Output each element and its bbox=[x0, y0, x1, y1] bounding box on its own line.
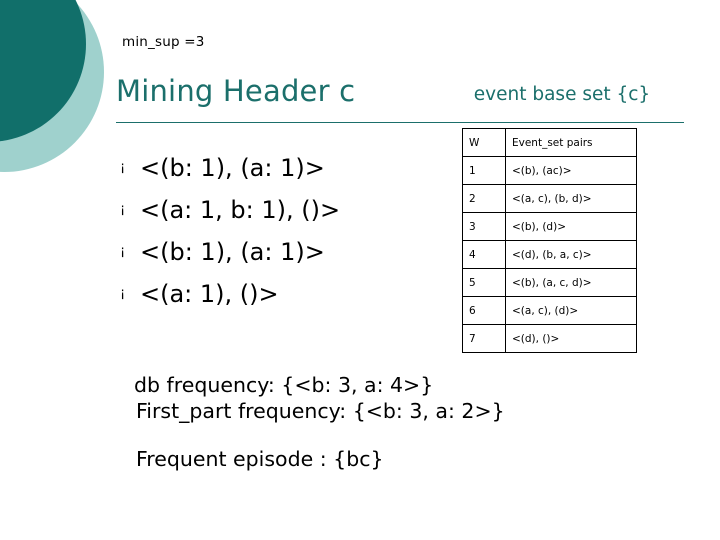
bullet-marker-icon: ¡ bbox=[120, 160, 126, 175]
page-title: Mining Header c bbox=[116, 74, 356, 108]
bullet-marker-icon: ¡ bbox=[120, 286, 126, 301]
table-row: 2 <(a, c), (b, d)> bbox=[462, 184, 637, 213]
cell-w: 2 bbox=[462, 184, 506, 213]
cell-w: 7 bbox=[462, 324, 506, 353]
db-frequency-label: db frequency: {<b: 3, a: 4>} bbox=[134, 373, 434, 397]
table-row: 1 <(b), (ac)> bbox=[462, 156, 637, 185]
projected-sequence-list: ¡ <(b: 1), (a: 1)> ¡ <(a: 1, b: 1), ()> … bbox=[118, 148, 438, 316]
list-item-label: <(b: 1), (a: 1)> bbox=[140, 154, 325, 182]
min-support-label: min_sup =3 bbox=[122, 34, 205, 50]
list-item: ¡ <(b: 1), (a: 1)> bbox=[118, 148, 438, 188]
list-item: ¡ <(a: 1), ()> bbox=[118, 274, 438, 314]
table-row: 6 <(a, c), (d)> bbox=[462, 296, 637, 325]
first-part-frequency-label: First_part frequency: {<b: 3, a: 2>} bbox=[136, 399, 505, 423]
summary-block: db frequency: {<b: 3, a: 4>} First_part … bbox=[134, 372, 614, 472]
cell-pairs: <(d), (b, a, c)> bbox=[505, 240, 637, 269]
table-header-row: W Event_set pairs bbox=[462, 128, 637, 157]
cell-pairs: <(d), ()> bbox=[505, 324, 637, 353]
title-divider bbox=[116, 122, 684, 123]
cell-pairs: <(b), (ac)> bbox=[505, 156, 637, 185]
cell-pairs: <(a, c), (b, d)> bbox=[505, 184, 637, 213]
table-row: 3 <(b), (d)> bbox=[462, 212, 637, 241]
cell-w: 1 bbox=[462, 156, 506, 185]
table-row: 5 <(b), (a, c, d)> bbox=[462, 268, 637, 297]
cell-w: 5 bbox=[462, 268, 506, 297]
bullet-marker-icon: ¡ bbox=[120, 202, 126, 217]
list-item: ¡ <(b: 1), (a: 1)> bbox=[118, 232, 438, 272]
cell-w: 3 bbox=[462, 212, 506, 241]
cell-pairs: <(a, c), (d)> bbox=[505, 296, 637, 325]
column-header-w: W bbox=[462, 128, 506, 157]
list-item-label: <(a: 1), ()> bbox=[140, 280, 279, 308]
bullet-marker-icon: ¡ bbox=[120, 244, 126, 259]
table-row: 4 <(d), (b, a, c)> bbox=[462, 240, 637, 269]
list-item: ¡ <(a: 1, b: 1), ()> bbox=[118, 190, 438, 230]
cell-w: 6 bbox=[462, 296, 506, 325]
cell-pairs: <(b), (d)> bbox=[505, 212, 637, 241]
cell-pairs: <(b), (a, c, d)> bbox=[505, 268, 637, 297]
cell-w: 4 bbox=[462, 240, 506, 269]
list-item-label: <(b: 1), (a: 1)> bbox=[140, 238, 325, 266]
list-item-label: <(a: 1, b: 1), ()> bbox=[140, 196, 341, 224]
table-row: 7 <(d), ()> bbox=[462, 324, 637, 353]
column-header-event-set-pairs: Event_set pairs bbox=[505, 128, 637, 157]
frequent-episode-label: Frequent episode : {bc} bbox=[136, 447, 384, 471]
event-base-set-label: event base set {c} bbox=[473, 84, 651, 105]
event-set-pairs-table: W Event_set pairs 1 <(b), (ac)> 2 <(a, c… bbox=[462, 128, 637, 353]
